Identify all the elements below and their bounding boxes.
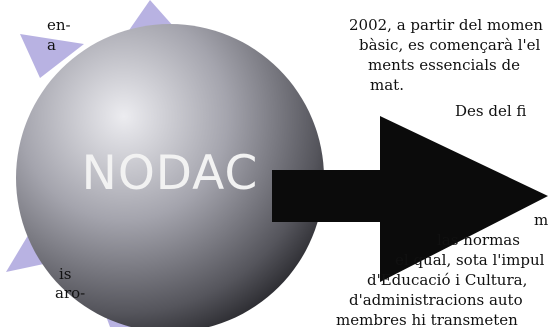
right-text-line: d'administracions auto [349, 291, 523, 309]
right-text-line: el qual, sota l'impul [395, 251, 545, 269]
right-text-line: mat. [370, 76, 404, 94]
right-text-line: bàsic, es començarà l'el [359, 36, 541, 54]
left-text-line: en- [47, 16, 71, 34]
right-text-line: m [534, 211, 549, 229]
right-text-line: d'Educació i Cultura, [367, 271, 528, 289]
left-text-line: is [59, 265, 72, 283]
right-text-line: las normas [437, 231, 520, 249]
nodac-sphere [16, 24, 324, 327]
right-text-line: ments essencials de [368, 56, 520, 74]
nodac-label: NODAC [81, 146, 259, 201]
right-text-line: 2002, a partir del momen [349, 16, 543, 34]
star-ray-upper-left [20, 34, 84, 78]
right-text-line: Des del fi [455, 102, 527, 120]
left-text-line: a [47, 36, 56, 54]
right-text-line: membres hi transmeten [336, 311, 518, 329]
arrow-shape [272, 116, 548, 282]
left-text-line: aro- [55, 284, 86, 302]
